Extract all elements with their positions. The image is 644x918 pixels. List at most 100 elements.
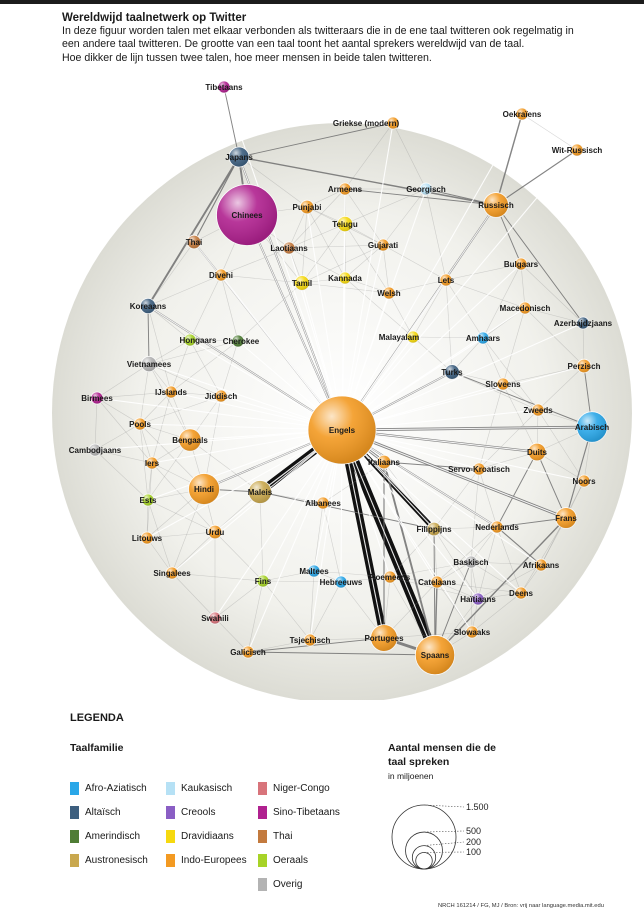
web-link-baskisch-afrikaans — [470, 561, 542, 566]
ray-punjabi — [306, 206, 343, 431]
web-link-tsjechisch-galicisch — [247, 639, 311, 653]
web-link-albanees-hebreeuws — [322, 502, 342, 583]
link-russisch-armeens — [344, 188, 497, 206]
label-azerbajdzjaans: Azerbajdzjaans — [554, 319, 613, 328]
node-shine-malayalam — [407, 331, 419, 343]
node-shine-hindi — [188, 473, 220, 505]
label-punjabi: Punjabi — [293, 203, 322, 212]
label-sloveens: Sloveens — [485, 380, 521, 389]
family-niger-congo: Niger-Congo — [258, 782, 330, 795]
web-link-duits-noors — [536, 451, 585, 482]
web-link-urdu-litouws — [146, 531, 216, 539]
web-link-ijslands-iers — [151, 391, 172, 464]
node-shine-wit-russisch — [571, 144, 583, 156]
label-griekse-modern: Griekse (modern) — [333, 119, 400, 128]
web-link-divehi-cherokee — [220, 274, 239, 342]
family-legend-title: Taalfamilie — [70, 742, 124, 754]
label-bengaals: Bengaals — [172, 436, 208, 445]
label-catelaans: Catelaans — [418, 578, 456, 587]
web-link-turks-sloveens — [451, 371, 504, 385]
web-link-hongaars-ijslands — [170, 339, 191, 393]
family-thai: Thai — [258, 830, 292, 843]
label-spaans: Spaans — [421, 651, 450, 660]
label-hongaars: Hongaars — [180, 336, 217, 345]
web-link-georgisch-lets — [425, 188, 447, 281]
node-shine-arabisch — [576, 411, 608, 443]
web-link-kannada-gujarati — [344, 244, 384, 279]
swatch-overig — [258, 878, 267, 891]
web-link-birmees-cambodjaans — [94, 397, 98, 451]
node-shine-portugees — [370, 624, 398, 652]
swatch-kaukasisch — [166, 782, 175, 795]
swatch-thai — [258, 830, 267, 843]
web-link-filippijns-haitiaans — [433, 528, 479, 600]
label-litouws: Litouws — [132, 534, 163, 543]
node-shine-zweeds — [532, 404, 544, 416]
web-link-lets-welsh — [388, 279, 447, 294]
link-nederlands-afrikaans — [496, 526, 542, 566]
label-deens: Deens — [509, 589, 534, 598]
node-shine-bulgaars — [515, 258, 527, 270]
label-wit-russisch: Wit-Russisch — [552, 146, 603, 155]
label-cambodjaans: Cambodjaans — [69, 446, 122, 455]
node-shine-tsjechisch — [304, 634, 316, 646]
swatch-sino-tibetaans — [258, 806, 267, 819]
web-link-catelaans-deens — [436, 581, 522, 594]
ray-frans — [341, 429, 567, 519]
web-link-filippijns-nederlands — [433, 526, 498, 530]
web-link-vietnamees-jiddisch — [148, 363, 222, 397]
link-russisch-wit-russisch — [495, 149, 578, 206]
web-link-hongaars-cherokee — [189, 339, 239, 342]
web-link-malayalam-welsh — [388, 292, 414, 338]
web-link-bulgaars-lets — [445, 263, 522, 281]
node-shine-ests — [142, 494, 154, 506]
label-engels: Engels — [329, 426, 356, 435]
node-shine-baskisch — [465, 556, 477, 568]
family-label-sino-tibetaans: Sino-Tibetaans — [273, 807, 340, 818]
web-link-pools-iers — [139, 423, 153, 464]
family-creools: Creools — [166, 806, 215, 819]
link-portugees-galicisch — [247, 637, 385, 653]
ray-wit-russisch — [341, 149, 578, 431]
family-label-kaukasisch: Kaukasisch — [181, 783, 233, 794]
family-label-afro-aziatisch: Afro-Aziatisch — [85, 783, 147, 794]
family-label-oeraals: Oeraals — [273, 855, 309, 866]
node-shine-filippijns — [427, 522, 441, 536]
link-japans-griekse-modern — [238, 122, 394, 158]
label-macedonisch: Macedonisch — [500, 304, 551, 313]
web-link-vietnamees-cherokee — [148, 340, 239, 365]
ray-tibetaans — [223, 86, 343, 431]
node-shine-turks — [444, 364, 460, 380]
label-italiaans: Italiaans — [368, 458, 401, 467]
size-circle-100 — [415, 852, 433, 870]
node-shine-lets — [440, 274, 452, 286]
node-shine-spaans — [415, 635, 455, 675]
web-link-urdu-singalees — [171, 531, 216, 574]
node-shine-deens — [515, 587, 527, 599]
node-shine-iers — [146, 457, 158, 469]
web-link-macedonisch-azerbajdzjaans — [524, 307, 584, 324]
ray-deens — [341, 429, 522, 594]
node-shine-punjabi — [300, 200, 314, 214]
web-link-hebreeuws-tsjechisch — [309, 581, 342, 641]
web-link-oekraiens-wit-russisch — [521, 113, 578, 151]
node-shine-oekraiens — [516, 108, 528, 120]
node-shine-albanees — [317, 497, 329, 509]
swatch-amerindisch — [70, 830, 79, 843]
web-link-birmees-ijslands — [96, 391, 172, 399]
size-label-200: 200 — [466, 837, 481, 847]
web-link-koreaans-vietnamees — [147, 305, 150, 365]
label-georgisch: Georgisch — [406, 185, 446, 194]
link-frans-duits — [536, 451, 567, 519]
label-russisch: Russisch — [478, 201, 514, 210]
node-shine-fins — [257, 575, 269, 587]
label-pools: Pools — [129, 420, 151, 429]
node-shine-jiddisch — [215, 390, 227, 402]
web-link-griekse-modern-armeens — [344, 122, 394, 190]
web-link-fins-galicisch — [247, 580, 264, 653]
label-baskisch: Baskisch — [453, 558, 488, 567]
node-shine-armeens — [339, 183, 351, 195]
web-link-duits-servo-kroatisch — [478, 451, 538, 470]
node-shine-macedonisch — [519, 302, 531, 314]
web-link-fins-swahili — [214, 580, 264, 619]
